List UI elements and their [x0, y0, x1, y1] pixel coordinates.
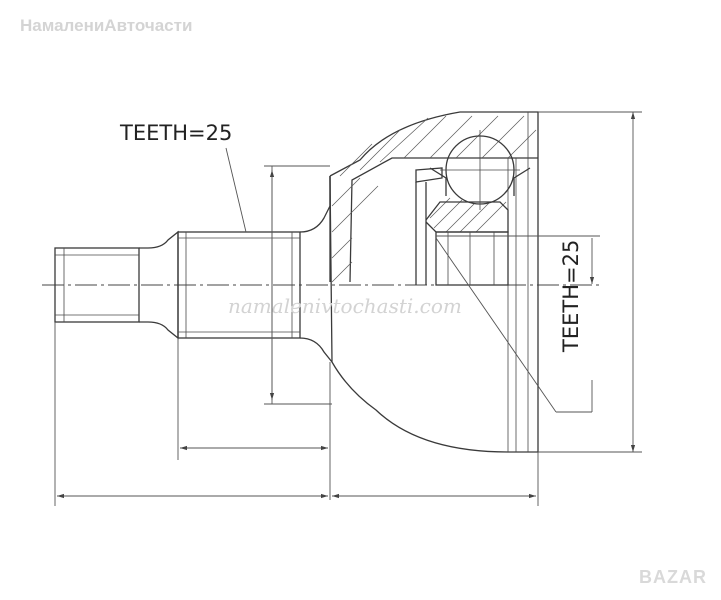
inner-race — [415, 167, 509, 286]
site-watermark: namalenivtochasti.com — [228, 294, 462, 318]
threaded-stub — [54, 247, 140, 323]
dimensions — [54, 111, 642, 506]
leader-left — [225, 147, 247, 233]
teeth-label-right: TEETH=25 — [559, 240, 583, 353]
bazar-logo: BAZAR — [639, 567, 707, 587]
leader-right — [435, 237, 557, 413]
splined-shaft — [177, 231, 301, 339]
bell-housing — [329, 111, 539, 453]
bell-neck — [299, 176, 333, 363]
ball-bearing — [429, 130, 531, 210]
watermark-text: НамалениАвточасти — [20, 16, 193, 35]
teeth-label-left: TEETH=25 — [119, 121, 232, 145]
